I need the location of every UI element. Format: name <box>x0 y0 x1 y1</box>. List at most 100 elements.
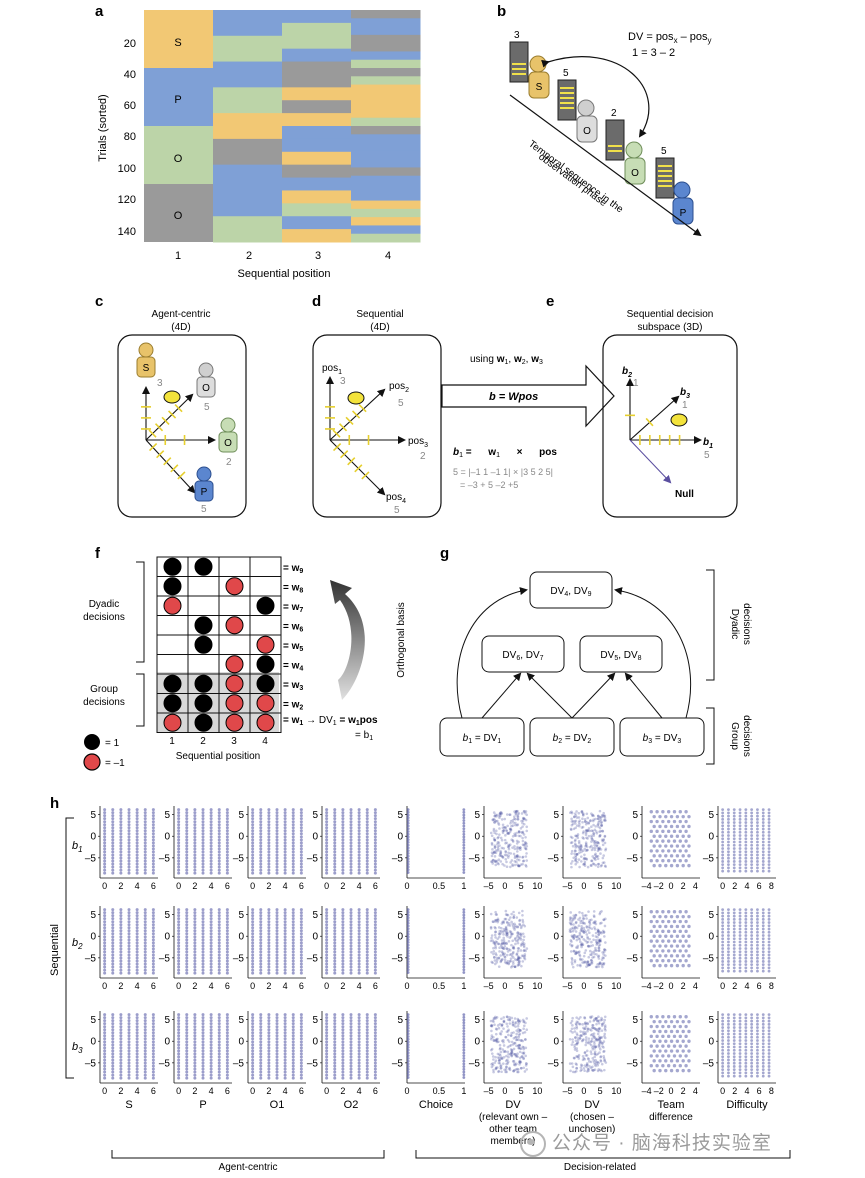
point <box>185 908 189 912</box>
point <box>135 850 139 854</box>
point <box>283 841 287 845</box>
point <box>569 841 573 845</box>
point <box>681 863 685 868</box>
point <box>333 1055 337 1059</box>
point <box>681 1068 685 1073</box>
point <box>119 1016 123 1020</box>
point <box>103 1031 107 1035</box>
point <box>365 856 369 860</box>
point <box>490 1036 493 1039</box>
point <box>738 1058 742 1062</box>
point <box>151 814 155 818</box>
point <box>373 1019 377 1023</box>
point <box>119 1025 123 1029</box>
ytick: 0 <box>708 832 714 843</box>
point <box>595 949 598 952</box>
point <box>217 868 221 872</box>
point <box>649 1044 653 1048</box>
xtick: 0 <box>176 1086 181 1096</box>
point <box>143 1025 147 1029</box>
point <box>580 860 583 863</box>
point <box>325 853 329 857</box>
point <box>744 853 748 857</box>
point <box>217 871 221 875</box>
point <box>510 1040 514 1044</box>
heat-cell <box>213 35 283 63</box>
point <box>512 821 515 824</box>
point <box>756 1032 759 1036</box>
axis-pos3-main: pos <box>408 436 424 447</box>
point <box>744 1026 748 1029</box>
point <box>217 1073 221 1077</box>
point <box>744 824 748 828</box>
point <box>589 1060 593 1064</box>
seq-agent-s: S <box>536 82 543 93</box>
point <box>135 1070 139 1074</box>
xtick: 0 <box>581 981 586 991</box>
point <box>577 811 581 815</box>
point <box>503 826 507 829</box>
point <box>761 953 765 957</box>
point <box>349 1043 353 1047</box>
point <box>119 944 123 948</box>
point <box>655 829 659 834</box>
point <box>283 1052 287 1056</box>
xtick: –4 <box>642 1086 652 1096</box>
point <box>661 959 665 963</box>
point <box>761 1068 765 1072</box>
axis-tick <box>345 416 354 426</box>
point <box>492 1068 495 1072</box>
axis-pos2-sub: 2 <box>405 387 409 394</box>
point <box>341 1013 345 1017</box>
point <box>496 813 499 817</box>
point <box>127 1061 131 1065</box>
point <box>661 1024 665 1029</box>
point <box>365 923 369 927</box>
point <box>721 1058 725 1062</box>
point <box>373 950 377 954</box>
point <box>251 841 255 845</box>
point <box>732 860 736 863</box>
heat-cell <box>351 84 421 94</box>
node-dv5-dv8-text: DV5, DV8 <box>600 650 641 662</box>
xtick: 0 <box>720 981 725 991</box>
point <box>499 852 502 856</box>
node-dv4-dv9-text: DV4, DV9 <box>550 586 591 598</box>
xtick: 6 <box>225 981 230 991</box>
point <box>373 1016 377 1020</box>
point <box>325 926 329 930</box>
point <box>492 940 496 944</box>
heat-cell <box>282 229 352 243</box>
point <box>585 821 589 824</box>
point <box>127 1043 131 1047</box>
point <box>573 916 577 920</box>
point <box>506 1015 509 1019</box>
point <box>325 1025 329 1029</box>
point <box>325 1019 329 1023</box>
point <box>283 1040 287 1044</box>
point <box>217 1055 221 1059</box>
point <box>259 1022 263 1026</box>
point <box>575 810 578 813</box>
point <box>744 834 748 837</box>
point <box>767 1026 771 1029</box>
point <box>493 860 497 863</box>
point <box>143 856 147 860</box>
point <box>756 1058 759 1062</box>
point <box>581 1023 584 1026</box>
point <box>349 1019 353 1023</box>
point <box>750 834 754 837</box>
point <box>349 847 353 851</box>
point <box>127 1070 131 1074</box>
point <box>201 844 205 848</box>
point <box>490 934 494 937</box>
row-label-w7: = w7 <box>283 602 303 614</box>
point <box>365 823 369 827</box>
point <box>578 963 582 967</box>
red-dot <box>225 694 244 713</box>
point <box>349 871 353 875</box>
point <box>225 953 229 957</box>
point <box>658 914 662 919</box>
point <box>341 832 345 836</box>
point <box>193 1037 197 1041</box>
